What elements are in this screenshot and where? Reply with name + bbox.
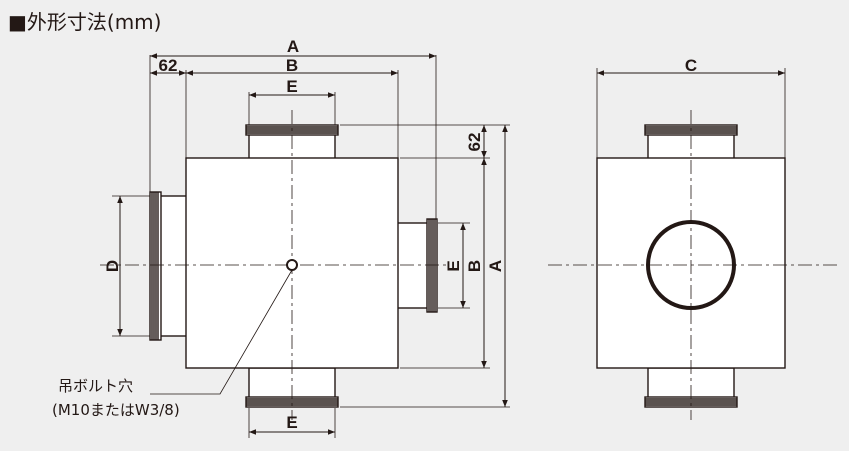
label-e-bottom: E <box>286 413 297 432</box>
label-62-top: 62 <box>159 56 178 75</box>
label-b-top: B <box>286 56 298 75</box>
page-title: ■外形寸法(mm) <box>8 10 161 34</box>
side-center-lines <box>548 110 840 420</box>
label-a-top: A <box>287 37 299 56</box>
hanging-bolt-hole <box>286 259 298 271</box>
dimension-lines <box>117 53 508 435</box>
label-e-top: E <box>286 77 297 96</box>
label-e-right: E <box>444 260 463 271</box>
dimension-labels: A 62 B E E C D E B A 62 <box>103 37 697 432</box>
extension-lines <box>112 55 510 438</box>
label-62-right: 62 <box>465 133 484 152</box>
label-a-right: A <box>486 260 505 272</box>
label-c: C <box>685 56 697 75</box>
callout-leader <box>150 269 293 395</box>
left-duct-port <box>149 191 188 341</box>
callout-spec: (M10またはW3/8) <box>52 401 180 419</box>
front-view <box>100 53 510 438</box>
label-b-right: B <box>465 260 484 272</box>
bolt-hole-callout: 吊ボルト穴 (M10またはW3/8) <box>52 377 180 419</box>
label-d: D <box>103 260 122 272</box>
side-view <box>548 68 840 420</box>
callout-title: 吊ボルト穴 <box>58 377 133 395</box>
right-duct-port <box>396 218 438 313</box>
